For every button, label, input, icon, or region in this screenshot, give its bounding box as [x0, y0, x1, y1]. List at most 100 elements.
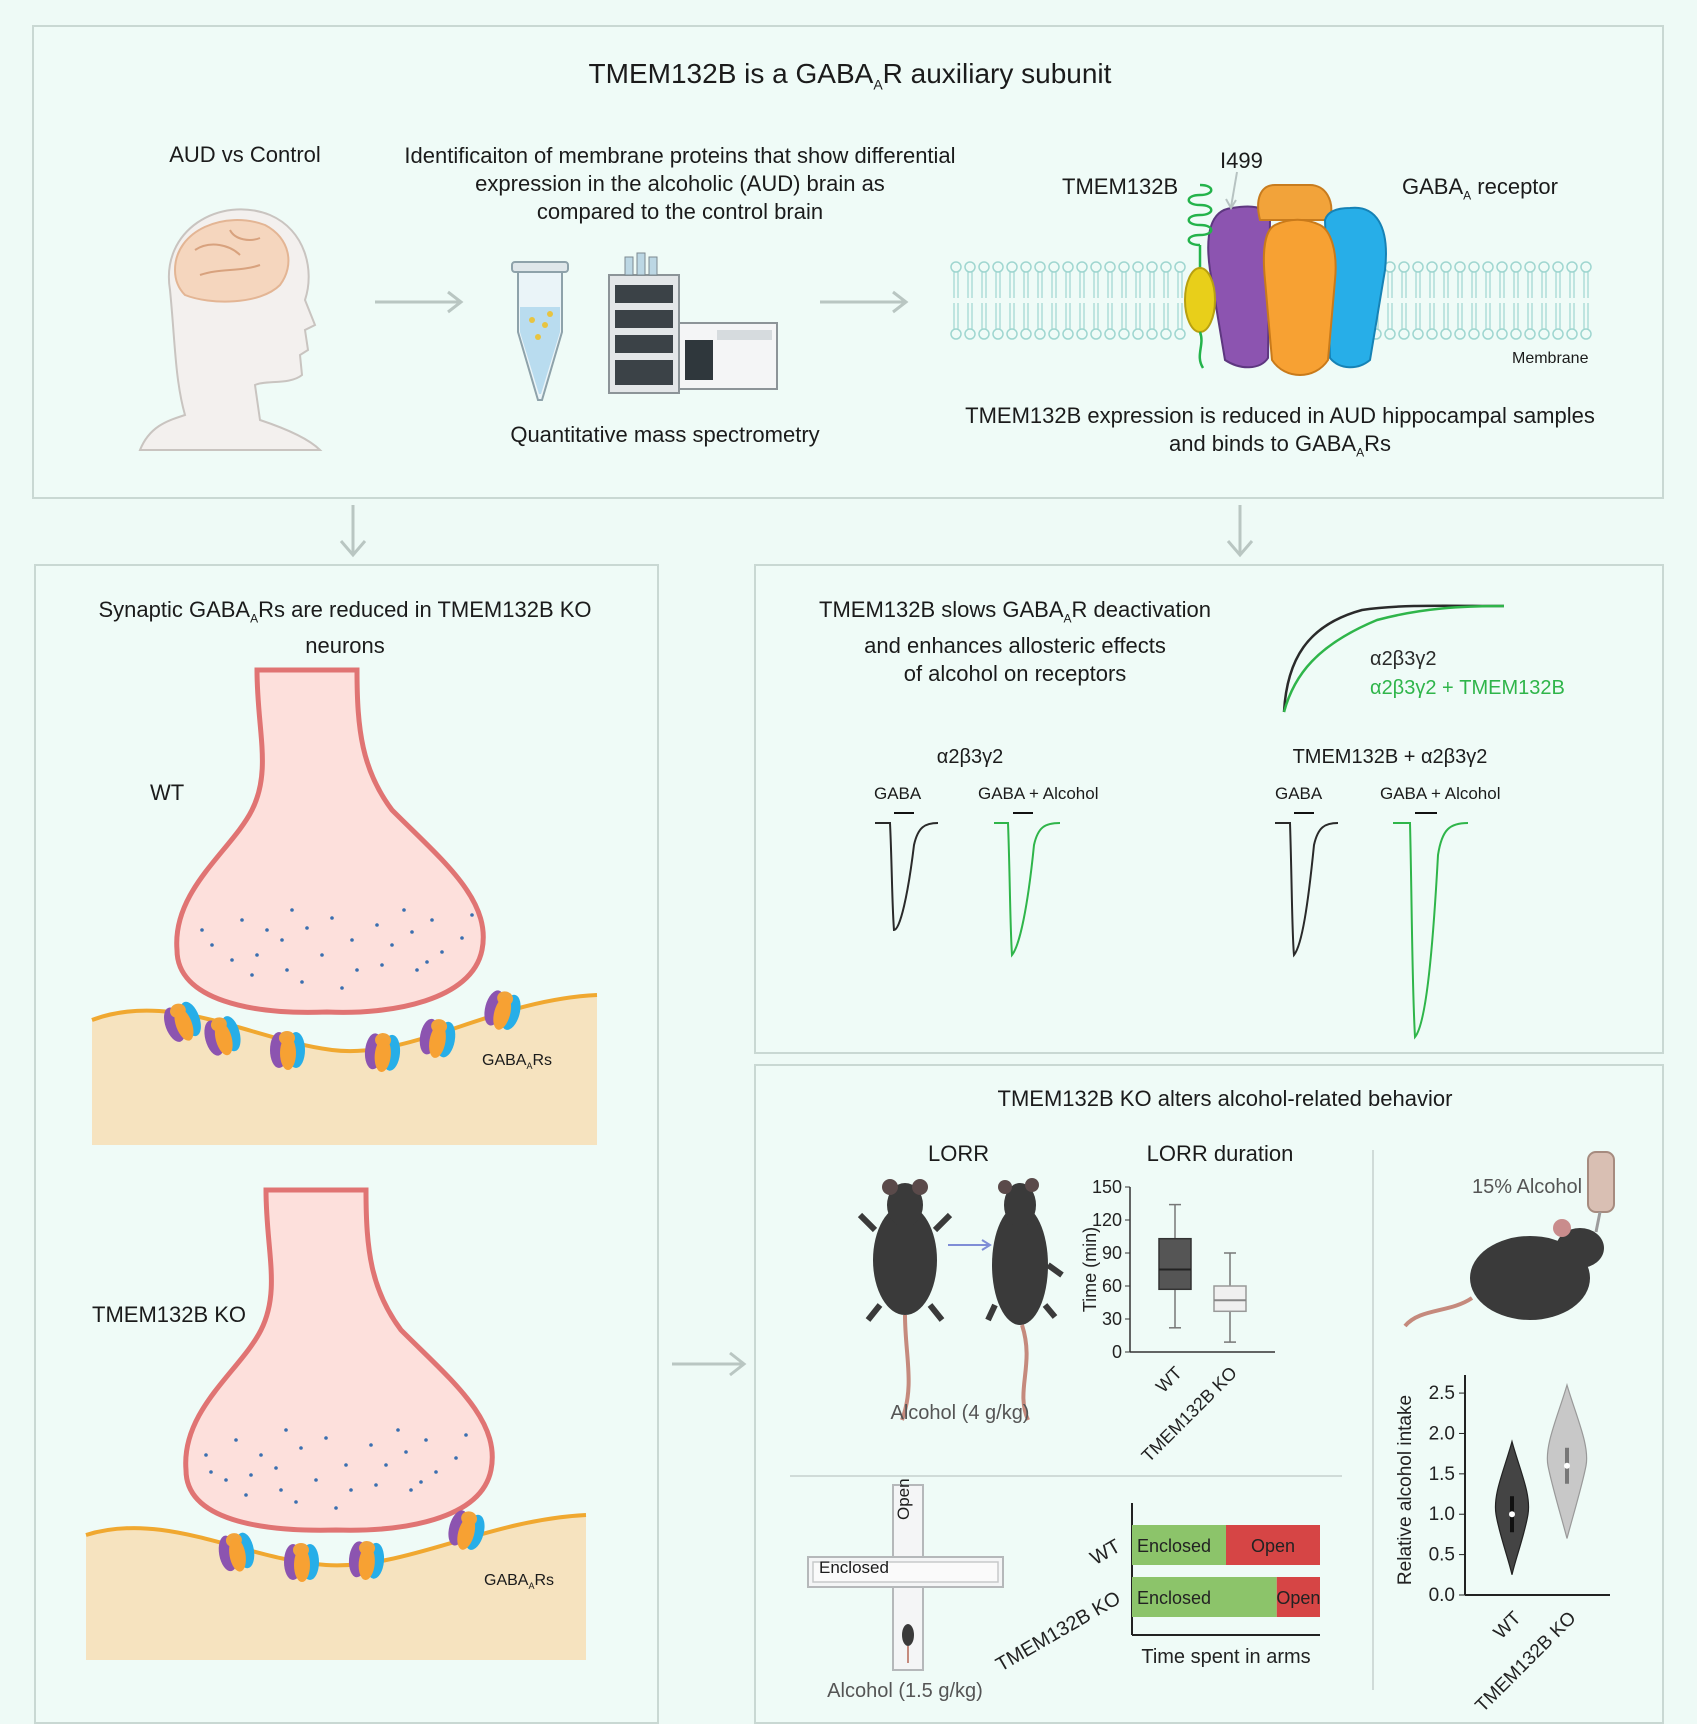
- drinking-mouse-illustration: [1403, 1151, 1615, 1328]
- synapse-title-line-2: neurons: [305, 633, 385, 659]
- boxplot-x-tick-label: WT: [1152, 1363, 1186, 1397]
- lipid-head: [1118, 261, 1130, 273]
- vesicle: [374, 1483, 378, 1487]
- lipid-head: [1566, 261, 1578, 273]
- g2-gaba-label: GABA: [1275, 784, 1323, 803]
- lipid-tail: [1121, 272, 1127, 329]
- tmem-helix: [1187, 183, 1213, 247]
- deactivation-curve-black: [1282, 604, 1505, 713]
- ko-postsynaptic: [86, 1515, 586, 1660]
- vesicle: [340, 986, 344, 990]
- deactivation-title-a: TMEM132B slows GABA: [819, 597, 1064, 622]
- ko-gabars-sub: A: [528, 1581, 535, 1592]
- synapse-title: Synaptic GABAARs are reduced in TMEM132B…: [60, 596, 630, 660]
- ko-gabars-label: GABAARs: [484, 1572, 554, 1591]
- vesicle: [300, 980, 304, 984]
- vesicle: [415, 968, 419, 972]
- arrow-down-right: [1226, 505, 1254, 558]
- vesicle: [280, 938, 284, 942]
- top-title: TMEM132B is a GABAAR auxiliary subunit: [400, 58, 1300, 93]
- boxplot-x-tick-label: TMEM132B KO: [1138, 1363, 1241, 1466]
- lipid-head: [1426, 328, 1438, 340]
- lipid-head: [1384, 328, 1396, 340]
- lipid-tail: [995, 272, 1001, 329]
- lipid-head: [1006, 328, 1018, 340]
- lipid-head: [1132, 261, 1144, 273]
- violin-y-tick-label: 1.0: [1429, 1504, 1455, 1525]
- deactivation-title-line-3: of alcohol on receptors: [903, 661, 1127, 687]
- maze-open-label: Open: [894, 1478, 913, 1520]
- vesicle: [200, 928, 204, 932]
- head-illustration: [138, 208, 323, 451]
- arrow-top-1: [375, 290, 464, 314]
- lipid-tail: [1527, 272, 1533, 329]
- vesicle: [350, 938, 354, 942]
- arrow-right-middle: [672, 1351, 747, 1377]
- g1-gaba-trace: [875, 822, 939, 932]
- lipid-head: [1524, 261, 1536, 273]
- deactivation-curve-green: [1282, 604, 1505, 713]
- deactivation-title-line-1: TMEM132B slows GABAAR deactivation: [800, 596, 1230, 632]
- vesicle: [259, 1453, 263, 1457]
- deactivation-title-b: R deactivation: [1071, 597, 1211, 622]
- lipid-head: [1062, 261, 1074, 273]
- lipid-head: [1104, 328, 1116, 340]
- lipid-head: [1454, 328, 1466, 340]
- lipid-head: [1482, 261, 1494, 273]
- stack-segment-label: Enclosed: [1137, 1588, 1211, 1608]
- lipid-head: [1076, 261, 1088, 273]
- lipid-tail: [967, 272, 973, 329]
- lipid-head: [1566, 328, 1578, 340]
- lipid-tail: [1149, 272, 1155, 329]
- g1-gaba-label: GABA: [874, 784, 922, 803]
- deactivation-panel: [754, 564, 1664, 1054]
- gaba-receptor-illustration: [1207, 184, 1387, 376]
- lipid-head: [1104, 261, 1116, 273]
- lipid-tail: [1065, 272, 1071, 329]
- deactivation-title: TMEM132B slows GABAAR deactivation and e…: [800, 596, 1230, 688]
- stack-category-label: TMEM132B KO: [992, 1587, 1124, 1676]
- conclusion-line-2-b: Rs: [1364, 431, 1392, 456]
- vesicle: [234, 1438, 238, 1442]
- vesicle: [349, 1488, 353, 1492]
- receptor-label-main: GABA: [1402, 174, 1464, 199]
- vesicle: [314, 1478, 318, 1482]
- vesicle: [324, 1436, 328, 1440]
- wt-synapse-label: WT: [150, 780, 185, 805]
- lipid-head: [1020, 328, 1032, 340]
- vesicle: [334, 1506, 338, 1510]
- lipid-head: [1524, 328, 1536, 340]
- lipid-head: [1538, 328, 1550, 340]
- lipid-head: [992, 261, 1004, 273]
- lipid-head: [1496, 328, 1508, 340]
- violin-y-tick-label: 0.5: [1429, 1545, 1455, 1566]
- lipid-head: [1412, 328, 1424, 340]
- lorr-label: LORR: [928, 1141, 990, 1166]
- lipid-head: [1426, 261, 1438, 273]
- tmem132b-label: TMEM132B: [1062, 174, 1179, 199]
- wt-vesicles: [200, 908, 474, 990]
- lipid-head: [1454, 261, 1466, 273]
- violin-y-tick-label: 1.5: [1429, 1464, 1455, 1485]
- vesicle: [384, 1463, 388, 1467]
- behavior-divider-vertical: [1372, 1150, 1374, 1690]
- lipid-head: [964, 328, 976, 340]
- deactivation-title-sub: A: [1063, 611, 1072, 626]
- wt-gabars-sub: A: [526, 1061, 533, 1072]
- lipid-head: [964, 261, 976, 273]
- tmem-transmembrane: [1184, 267, 1216, 333]
- alcohol-15-label: 15% Alcohol: [1472, 1176, 1583, 1198]
- top-title-sub: A: [873, 76, 883, 93]
- vesicle: [470, 913, 474, 917]
- vesicle: [404, 1450, 408, 1454]
- lipid-tail: [1583, 272, 1589, 329]
- receptor-subunit-blue: [1323, 206, 1387, 369]
- sample-tube-icon: [511, 261, 569, 401]
- boxplot-y-label: Time (min): [1080, 1227, 1100, 1312]
- lipid-head: [1160, 261, 1172, 273]
- ko-synapse-label: TMEM132B KO: [92, 1302, 247, 1327]
- lipid-tail: [953, 272, 959, 329]
- elevated-plus-maze: [807, 1484, 1004, 1671]
- aud-label: AUD vs Control: [169, 142, 321, 167]
